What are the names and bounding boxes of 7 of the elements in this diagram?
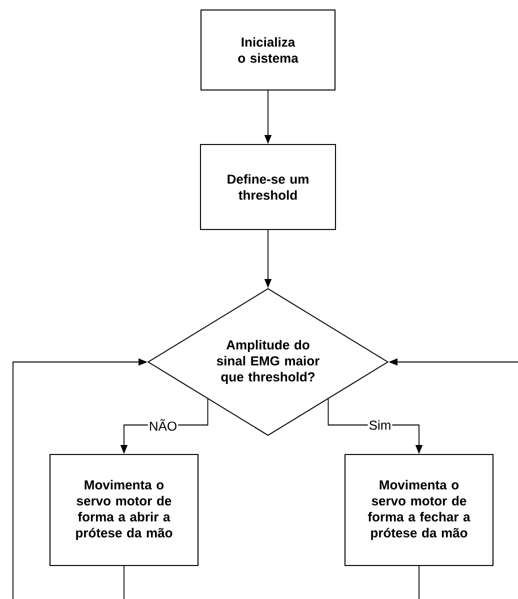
edge-label: NÃO [148, 418, 178, 432]
process-box: Movimenta o servo motor de forma a abrir a prótese da mão [50, 454, 198, 566]
process-box: Inicializa o sistema [200, 10, 336, 90]
connector-line [418, 566, 420, 599]
edge-label: Sim [368, 419, 392, 431]
process-box: Movimenta o servo motor de forma a fechar a prótese da mão [344, 454, 494, 566]
process-box: Define-se um threshold [200, 144, 336, 230]
